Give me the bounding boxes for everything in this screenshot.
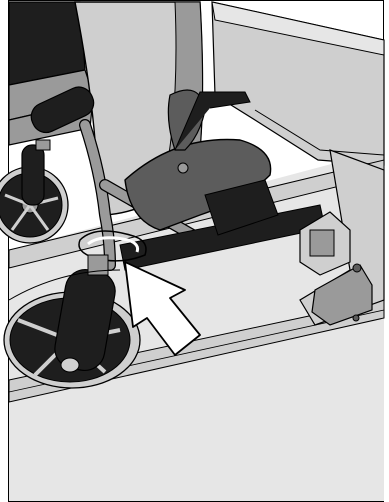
rear-caster-bolt <box>36 140 50 150</box>
rear-caster-fork <box>22 145 44 205</box>
front-caster-axle <box>61 358 79 372</box>
anchor-bolt <box>353 264 361 272</box>
footrest-pivot <box>178 163 188 173</box>
anchor-bolt-2 <box>353 315 359 321</box>
